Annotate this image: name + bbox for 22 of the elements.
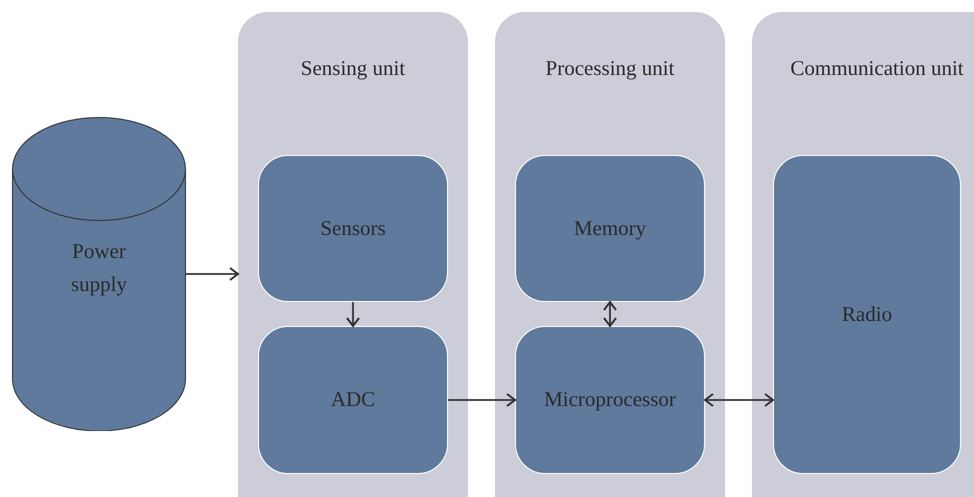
arrow: [603, 301, 617, 327]
component-label: Radio: [842, 300, 892, 328]
arrow: [704, 393, 774, 407]
component-label: Memory: [574, 214, 646, 242]
unit-panel: [752, 12, 974, 497]
arrow: [346, 302, 360, 327]
component-label: Sensors: [320, 214, 386, 242]
component-box: [258, 155, 448, 302]
unit-panel: [495, 12, 725, 497]
arrow: [448, 393, 516, 407]
component-box: [515, 326, 705, 474]
component-box: [515, 155, 705, 302]
unit-heading: Sensing unit: [300, 55, 406, 82]
component-label: ADC: [330, 386, 376, 414]
component-label: Microprocessor: [544, 386, 676, 414]
arrow: [186, 267, 239, 281]
unit-heading: Processing unit: [544, 55, 676, 82]
unit-heading: Communication unit: [789, 55, 965, 82]
unit-panel: [238, 12, 468, 497]
component-label: Power supply: [70, 238, 128, 298]
component-box: [773, 155, 961, 474]
component-box: [258, 326, 448, 474]
